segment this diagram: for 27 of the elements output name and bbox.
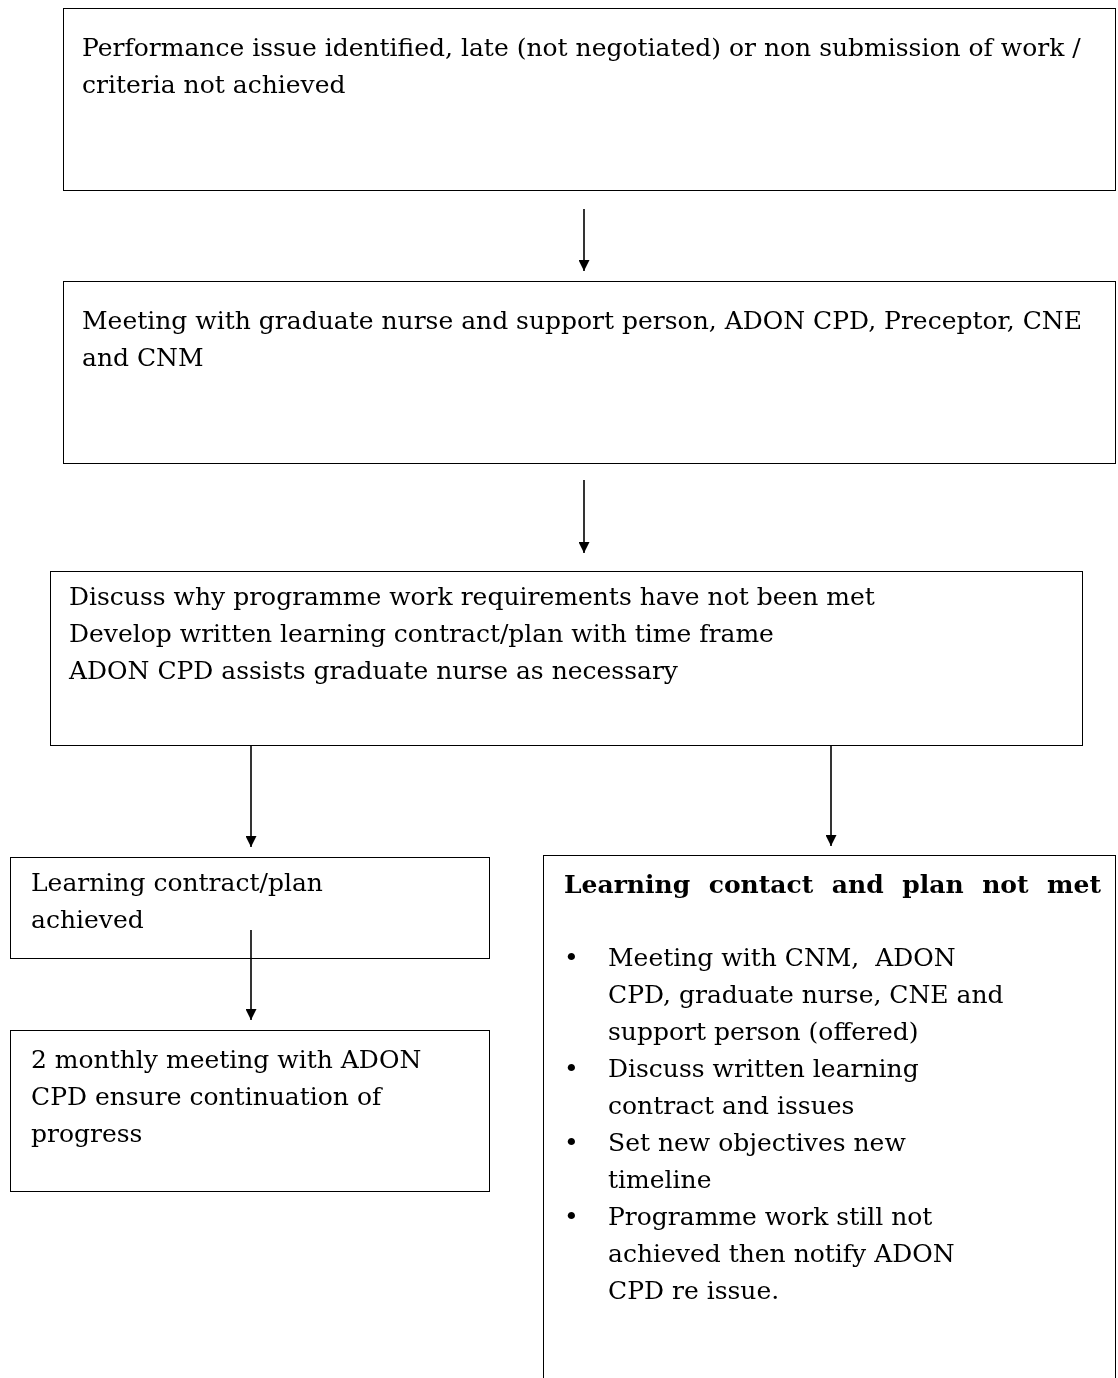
process-box xyxy=(10,1030,490,1192)
arrow xyxy=(245,929,257,1021)
bullet-mark: • xyxy=(564,1201,580,1233)
box-text: Discuss why programme work requirements have not been met xyxy=(69,581,876,613)
process-box xyxy=(10,857,490,959)
process-box xyxy=(50,571,1083,746)
box-text: Develop written learning contract/plan with time frame xyxy=(69,618,775,650)
bullet-item: Meeting with CNM, ADON CPD, graduate nurse, CNE and support person (offered) xyxy=(608,942,1005,1048)
box-heading: Learning contact and plan not met xyxy=(564,869,1101,901)
process-box xyxy=(63,281,1116,464)
bullet-mark: • xyxy=(564,942,580,974)
process-box xyxy=(543,855,1116,1378)
bullet-item: Programme work still not achieved then notify ADON CPD re issue. xyxy=(608,1201,956,1307)
arrow xyxy=(578,208,590,272)
arrow xyxy=(245,745,257,848)
process-box xyxy=(63,8,1116,191)
bullet-mark: • xyxy=(564,1053,580,1085)
bullet-mark: • xyxy=(564,1127,580,1159)
bullet-item: Discuss written learning contract and issues xyxy=(608,1053,920,1122)
box-text: 2 monthly meeting with ADON CPD ensure continuation of progress xyxy=(31,1044,423,1150)
box-text: Performance issue identified, late (not negotiated) or non submission of work / criteria not achieved xyxy=(82,32,1082,101)
box-text: Meeting with graduate nurse and support person, ADON CPD, Preceptor, CNE and CNM xyxy=(82,305,1083,374)
arrow xyxy=(825,745,837,847)
box-text: ADON CPD assists graduate nurse as necessary xyxy=(69,655,679,687)
box-text: Learning contract/plan achieved xyxy=(31,867,324,936)
arrow xyxy=(578,479,590,554)
bullet-item: Set new objectives new timeline xyxy=(608,1127,907,1196)
